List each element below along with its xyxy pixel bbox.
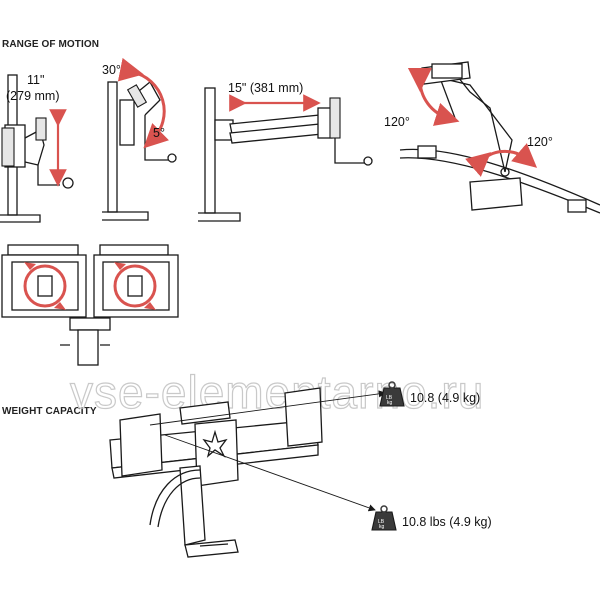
weight-icon: LB kg — [371, 505, 397, 531]
weight-bottom-label: 10.8 lbs (4.9 kg) — [402, 515, 492, 529]
weight-icon: LB kg — [379, 381, 405, 407]
height-metric: (279 mm) — [6, 89, 59, 103]
watermark-text: vse-elementarno.ru — [70, 366, 484, 418]
extension-figure: 15" (381 mm) — [198, 81, 373, 222]
tilt-figure: 30° 5° — [102, 57, 177, 221]
swivel-left-label: 120° — [384, 115, 410, 129]
height-value: 11" — [27, 73, 44, 87]
weight-top-label: 10.8 (4.9 kg) — [410, 391, 480, 405]
svg-text:kg: kg — [387, 400, 393, 406]
weight-capacity-heading: WEIGHT CAPACITY — [2, 406, 97, 417]
tilt-down-label: 5° — [153, 126, 165, 140]
svg-text:LB: LB — [386, 395, 393, 401]
swivel-left-arrow-icon — [407, 67, 460, 126]
rotation-arrows-icon — [23, 264, 67, 308]
swivel-right-arrow-icon — [465, 143, 538, 177]
svg-text:LB: LB — [378, 519, 385, 525]
height-adjustment-figure: 11" (279 mm) — [0, 73, 74, 223]
dual-rotation-figure — [1, 244, 179, 366]
swivel-right-label: 120° — [527, 135, 553, 149]
extension-label: 15" (381 mm) — [228, 81, 303, 95]
tilt-arc-arrow-icon — [117, 57, 169, 149]
swivel-figure: 120° 120° — [384, 61, 600, 214]
range-of-motion-heading: RANGE OF MOTION — [2, 39, 99, 50]
svg-text:kg: kg — [379, 524, 385, 530]
rotation-arrows-icon — [113, 264, 157, 308]
tilt-up-label: 30° — [102, 63, 121, 77]
weight-capacity-figure: LB kg LB kg 10.8 (4.9 kg) 10.8 lbs (4.9 … — [109, 381, 492, 558]
